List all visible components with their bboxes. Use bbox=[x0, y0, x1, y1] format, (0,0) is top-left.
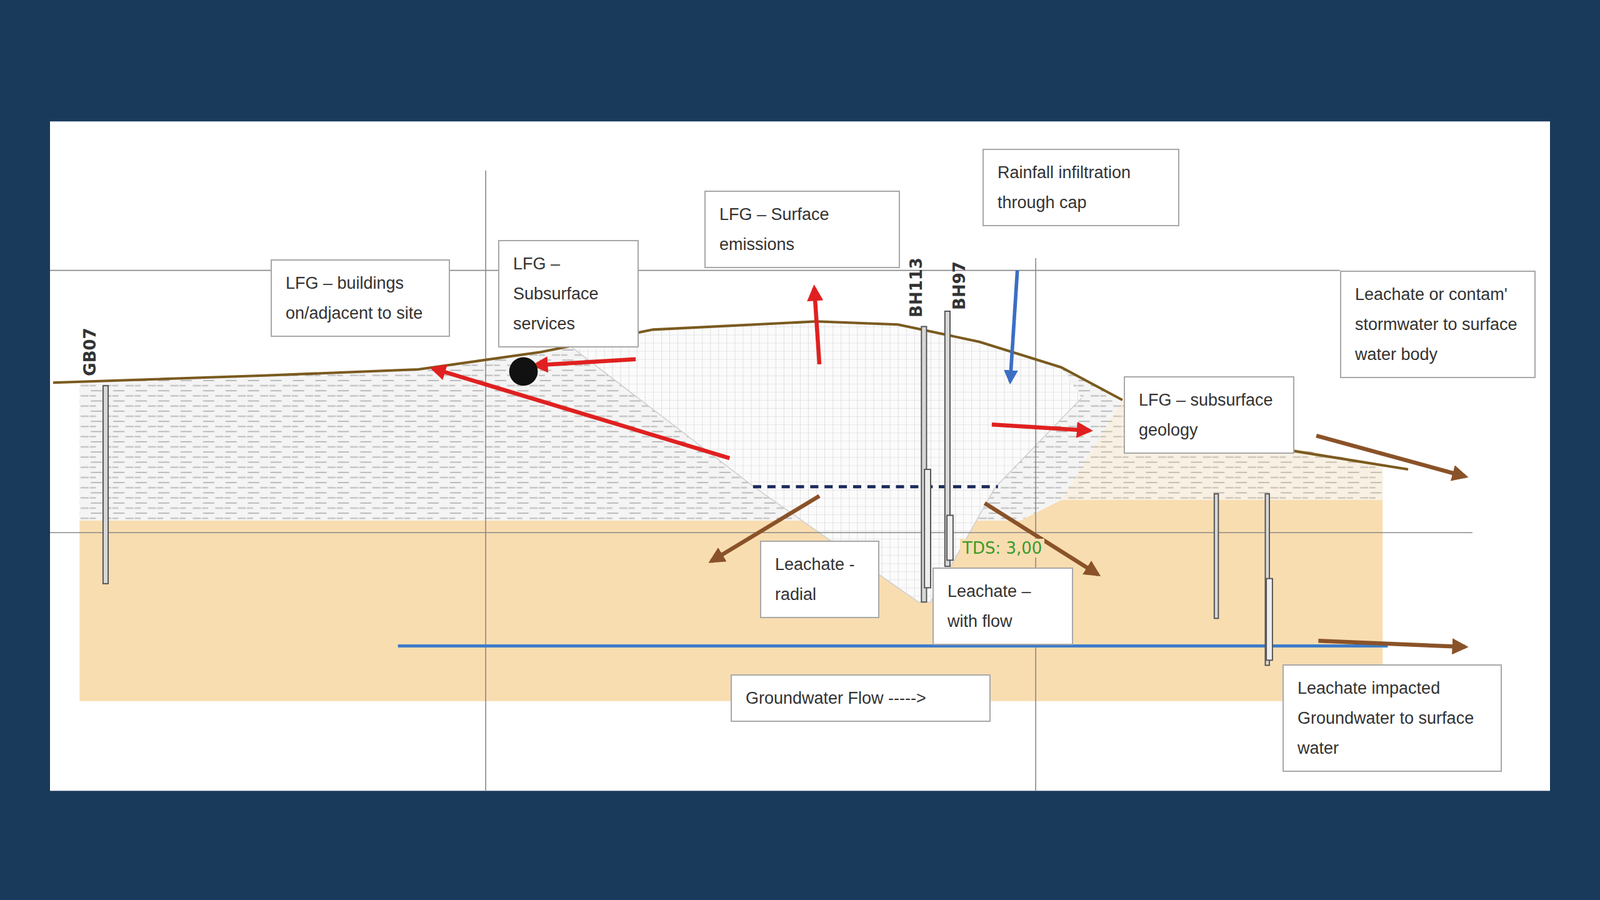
callout-box: Rainfall infiltration through cap bbox=[982, 148, 1180, 227]
callout-text: LFG – buildings on/adjacent to site bbox=[285, 268, 435, 329]
callout-text: LFG – Subsurface services bbox=[513, 248, 624, 339]
callout-text: Groundwater Flow -----> bbox=[745, 683, 976, 714]
callout-box: LFG – Surface emissions bbox=[704, 190, 900, 269]
callout-text: Leachate impacted Groundwater to surface… bbox=[1297, 673, 1487, 764]
callout-box: Leachate – with flow bbox=[932, 567, 1074, 645]
callout-text: Rainfall infiltration through cap bbox=[997, 157, 1165, 218]
callout-text: Leachate or contam' stormwater to surfac… bbox=[1355, 279, 1521, 370]
well-label: BH97 bbox=[950, 261, 969, 310]
callout-text: LFG – subsurface geology bbox=[1138, 385, 1280, 445]
well-label: BH113 bbox=[906, 257, 926, 318]
well-label: GB07 bbox=[80, 327, 100, 376]
callout-text: Leachate - radial bbox=[775, 549, 865, 610]
callout-box: Leachate - radial bbox=[760, 540, 880, 619]
callout-box: LFG – Subsurface services bbox=[498, 240, 639, 348]
tds-reading: TDS: 3,00 bbox=[960, 538, 1045, 558]
callout-box: Leachate impacted Groundwater to surface… bbox=[1282, 664, 1502, 772]
callout-box: Groundwater Flow -----> bbox=[730, 674, 991, 722]
callout-box: LFG – buildings on/adjacent to site bbox=[270, 259, 450, 337]
callout-box: Leachate or contam' stormwater to surfac… bbox=[1340, 270, 1536, 379]
callout-text: LFG – Surface emissions bbox=[719, 199, 885, 260]
callout-text: Leachate – with flow bbox=[947, 576, 1059, 637]
callout-box: LFG – subsurface geology bbox=[1123, 376, 1295, 454]
